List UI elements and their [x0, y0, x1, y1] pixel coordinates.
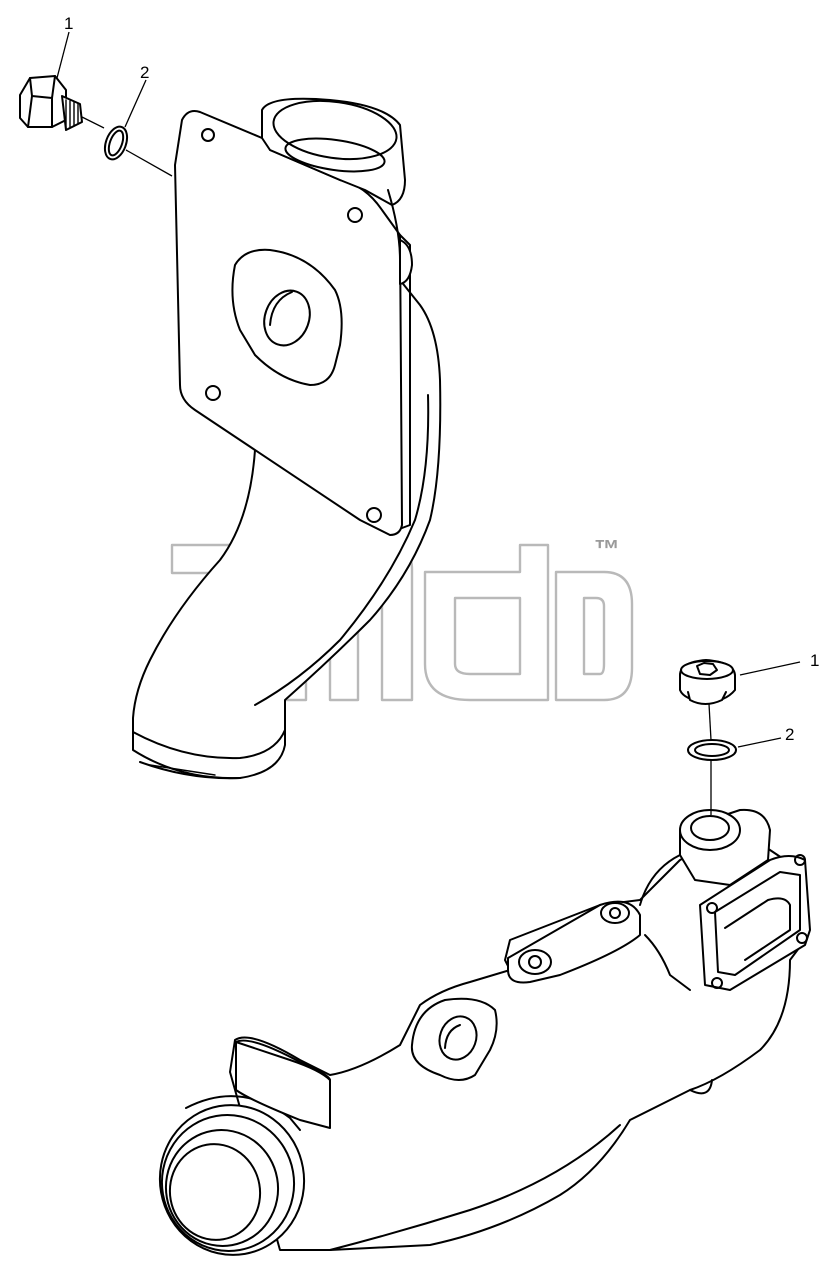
flange-bolt-hole: [366, 507, 382, 523]
callout-leader-2: [124, 79, 147, 128]
callout-label-1: 1: [64, 14, 73, 33]
bottom-plug: [679, 659, 736, 705]
callout-leader-1: [56, 31, 70, 79]
bottom-manifold-assembly: [158, 808, 811, 1256]
callout-leader-2: [737, 737, 782, 748]
callout-label-2: 2: [785, 725, 794, 744]
assembly-line: [708, 703, 712, 741]
bottom-manifold-body: [229, 829, 806, 1251]
flange-bolt-hole: [205, 385, 221, 401]
trademark-symbol: ™: [594, 534, 620, 564]
manifold-inlet-opening: [164, 1129, 280, 1247]
assembly-line: [125, 149, 173, 177]
arm-port: [518, 949, 552, 975]
manifold-side-tab: [235, 1041, 331, 1129]
callout-label-1: 1: [810, 651, 819, 670]
top-seal-ring: [103, 125, 129, 161]
flange-bolt-hole: [201, 128, 215, 142]
arm-port: [600, 902, 630, 924]
manifold-middle-port: [438, 1015, 478, 1061]
top-elbow-outlet-rim: [132, 729, 286, 760]
top-port-opening: [272, 99, 398, 161]
bottom-seal-ring: [687, 739, 737, 761]
callout-label-2: 2: [140, 63, 149, 82]
assembly-line: [81, 116, 105, 129]
top-plug: [19, 75, 83, 131]
top-housing-assembly: [132, 97, 442, 780]
flange-bolt-hole: [347, 207, 363, 223]
callout-leader-1: [739, 661, 801, 676]
manifold-outlet-flange: [699, 855, 811, 991]
